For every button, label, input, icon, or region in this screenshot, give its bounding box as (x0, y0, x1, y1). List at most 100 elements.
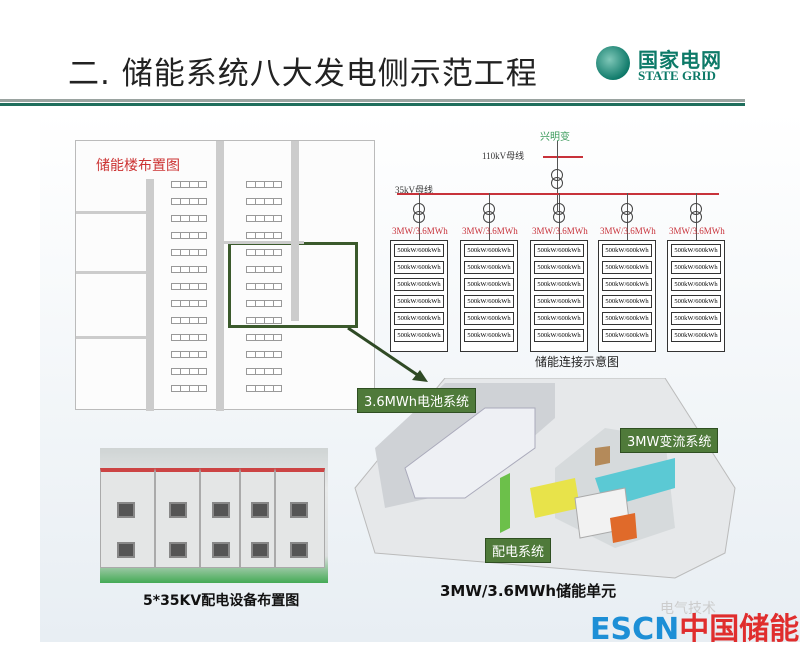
unit-rating: 3MW/3.6MWh (600, 226, 656, 236)
storage-cell: 500kW/600kWh (671, 278, 721, 291)
substation-label: 兴明变 (540, 132, 570, 143)
storage-unit-box: 500kW/600kWh 500kW/600kWh 500kW/600kWh 500k… (460, 240, 518, 352)
floor-rack-row (246, 385, 282, 392)
switchgear-cabinet (240, 468, 275, 568)
floor-rack-row (246, 283, 282, 290)
storage-cell: 500kW/600kWh (602, 261, 652, 274)
storage-cell: 500kW/600kWh (671, 329, 721, 342)
storage-cell: 500kW/600kWh (464, 295, 514, 308)
floor-rack-row (171, 283, 207, 290)
logo-cn: 国家电网 (638, 48, 722, 72)
floor-rack-row (171, 351, 207, 358)
floor-rack-row (171, 249, 207, 256)
switchgear-cabinet (155, 468, 200, 568)
main-transformer-icon (551, 169, 563, 189)
floor-rack-row (246, 317, 282, 324)
storage-cell: 500kW/600kWh (394, 329, 444, 342)
pointer-arrow (347, 326, 428, 382)
storage-cell: 500kW/600kWh (534, 261, 584, 274)
connection-diagram: 兴明变 110kV母线 35kV母线 3MW/3.6MWh 500kW/600k… (385, 125, 735, 375)
transformer-icon (483, 203, 495, 223)
floor-rack-row (171, 198, 207, 205)
floor-plan-label: 储能楼布置图 (96, 155, 180, 175)
storage-cell: 500kW/600kWh (602, 278, 652, 291)
unit-rating: 3MW/3.6MWh (669, 226, 725, 236)
globe-icon (596, 46, 630, 80)
storage-unit-box: 500kW/600kWh 500kW/600kWh 500kW/600kWh 500k… (598, 240, 656, 352)
watermark-latin: ESCN (590, 612, 680, 647)
storage-cell: 500kW/600kWh (534, 244, 584, 257)
storage-cell: 500kW/600kWh (394, 295, 444, 308)
battery-system-tag: 3.6MWh电池系统 (357, 388, 476, 413)
floor-rack-row (171, 385, 207, 392)
floor-rack-row (171, 334, 207, 341)
floor-rack-row (246, 368, 282, 375)
distribution-system-tag: 配电系统 (485, 538, 552, 563)
floor-rack-row (246, 198, 282, 205)
storage-cell: 500kW/600kWh (534, 295, 584, 308)
bus-35kv (397, 193, 719, 195)
storage-cell: 500kW/600kWh (671, 295, 721, 308)
floor-rack-row (171, 215, 207, 222)
floor-wall (216, 141, 224, 411)
storage-cell: 500kW/600kWh (464, 261, 514, 274)
storage-cell: 500kW/600kWh (602, 312, 652, 325)
bus-110kv (543, 156, 583, 158)
floor-rack-row (171, 317, 207, 324)
floor-wall (146, 179, 154, 411)
storage-cell: 500kW/600kWh (394, 278, 444, 291)
pcs-system-tag: 3MW变流系统 (620, 428, 719, 453)
floor-rack-row (246, 215, 282, 222)
floor-rack-row (246, 232, 282, 239)
switchgear-cabinet (200, 468, 240, 568)
floor-rack-row (171, 232, 207, 239)
header-rule-green (0, 103, 745, 106)
diagram-caption: 储能连接示意图 (535, 355, 620, 369)
floor-plan-drawing: 储能楼布置图 (75, 140, 375, 411)
unit-rating: 3MW/3.6MWh (532, 226, 588, 236)
watermark-cn: 中国储能网 (679, 612, 800, 647)
floor-rack-row (246, 334, 282, 341)
render-caption: 3MW/3.6MWh储能单元 (440, 582, 617, 600)
floor-rack-row (171, 266, 207, 273)
storage-cell: 500kW/600kWh (394, 244, 444, 257)
storage-cell: 500kW/600kWh (671, 261, 721, 274)
storage-cell: 500kW/600kWh (464, 329, 514, 342)
transformer-icon (690, 203, 702, 223)
unit-rating: 3MW/3.6MWh (392, 226, 448, 236)
floor-wall (76, 211, 146, 214)
floor-wall (291, 141, 299, 321)
page-title: 二. 储能系统八大发电侧示范工程 (68, 56, 538, 92)
storage-cell: 500kW/600kWh (602, 295, 652, 308)
storage-cell: 500kW/600kWh (534, 329, 584, 342)
storage-cell: 500kW/600kWh (394, 312, 444, 325)
transformer-icon (621, 203, 633, 223)
storage-cell: 500kW/600kWh (534, 278, 584, 291)
floor-wall (76, 336, 146, 339)
floor-rack-row (171, 368, 207, 375)
transformer-icon (413, 203, 425, 223)
storage-cell: 500kW/600kWh (464, 244, 514, 257)
floor-rack-row (171, 181, 207, 188)
switchgear-cabinet (100, 468, 155, 568)
bus-35-label: 35kV母线 (395, 185, 433, 195)
switchgear-photo (100, 448, 328, 583)
header-rule-gray (0, 99, 745, 102)
floor-rack-row (246, 249, 282, 256)
floor-rack-row (246, 181, 282, 188)
floor-rack-row (171, 300, 207, 307)
storage-cell: 500kW/600kWh (464, 278, 514, 291)
storage-cell: 500kW/600kWh (534, 312, 584, 325)
floor-wall (76, 271, 146, 274)
storage-cell: 500kW/600kWh (394, 261, 444, 274)
photo-caption: 5*35KV配电设备布置图 (143, 593, 300, 609)
storage-unit-box: 500kW/600kWh 500kW/600kWh 500kW/600kWh 500k… (667, 240, 725, 352)
storage-cell: 500kW/600kWh (671, 244, 721, 257)
storage-cell: 500kW/600kWh (602, 244, 652, 257)
floor-rack-row (246, 266, 282, 273)
logo-en: STATE GRID (638, 68, 716, 83)
switchgear-cabinet (275, 468, 325, 568)
floor-wall (224, 241, 304, 244)
storage-cell: 500kW/600kWh (602, 329, 652, 342)
unit-rating: 3MW/3.6MWh (462, 226, 518, 236)
